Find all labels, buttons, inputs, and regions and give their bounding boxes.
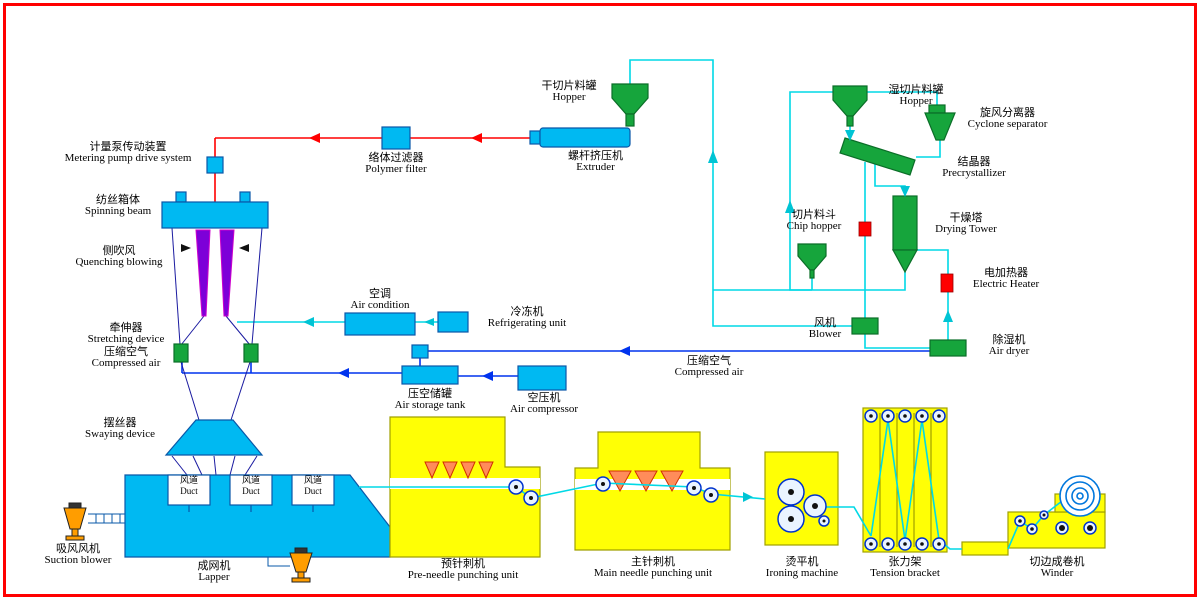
label-dry-hopper: 干切片料罐 Hopper bbox=[541, 79, 597, 103]
arrow-convey-up-1 bbox=[708, 150, 718, 163]
roller-dots bbox=[514, 414, 1093, 546]
label-refrigerating: 冷冻机 Refrigerating unit bbox=[487, 305, 567, 329]
arrow-tower-down bbox=[900, 186, 910, 197]
label-pre-needle: 预针刺机 Pre-needle punching unit bbox=[407, 557, 519, 581]
needle-boards bbox=[424, 461, 684, 493]
pipe-conveying-to-dry-hopper bbox=[629, 59, 852, 327]
pipe-blower-to-dryer bbox=[864, 334, 930, 349]
label-duct-3: 风道 Duct bbox=[303, 476, 322, 496]
label-air-condition: 空调 Air condition bbox=[350, 287, 410, 311]
label-metering-pump: 计量泵传动装置 Metering pump drive system bbox=[38, 141, 218, 165]
label-precrystallizer: 结晶器 Precrystallizer bbox=[942, 155, 1006, 179]
electric-heater-shape bbox=[940, 273, 954, 293]
label-metering-pump-en: Metering pump drive system bbox=[64, 151, 192, 164]
label-electric-heater: 电加热器 Electric Heater bbox=[972, 266, 1040, 290]
pipe-tower-outlet bbox=[713, 272, 906, 291]
label-duct-2: 风道 Duct bbox=[241, 476, 260, 496]
arrow-heater-up bbox=[943, 310, 953, 322]
machines-green bbox=[173, 83, 967, 363]
machines-yellow bbox=[389, 407, 1106, 558]
label-duct-1: 风道 Duct bbox=[179, 476, 198, 496]
orange-blowers bbox=[63, 502, 313, 583]
filament-cones bbox=[195, 229, 235, 317]
label-winder: 切边成卷机 Winder bbox=[1029, 555, 1085, 579]
label-swaying: 摆丝器 Swaying device bbox=[85, 416, 155, 440]
pipe-chip-loop bbox=[789, 91, 833, 291]
valve-shape bbox=[858, 221, 872, 237]
label-stretching: 牵伸器 Stretching device bbox=[87, 321, 165, 345]
swaying-device-shape bbox=[164, 419, 264, 456]
pipes-blue bbox=[181, 350, 930, 377]
arrow-quench-left bbox=[181, 244, 191, 252]
cyclone-separator-shape bbox=[924, 104, 956, 141]
tension-bracket-shape bbox=[862, 407, 948, 553]
arrow-compressor bbox=[482, 371, 493, 381]
arrow-air-left bbox=[338, 368, 349, 378]
filament-lines bbox=[171, 227, 263, 476]
label-blower: 风机 Blower bbox=[808, 316, 842, 340]
lapper-shape bbox=[124, 474, 391, 558]
label-polymer-filter: 络体过滤器 Polymer filter bbox=[365, 151, 427, 175]
spinning-beam-shape bbox=[161, 191, 269, 229]
label-air-storage: 压空储罐 Air storage tank bbox=[394, 387, 466, 411]
arrow-air-right bbox=[619, 346, 630, 356]
extruder-shape bbox=[529, 127, 631, 148]
label-compressed-air-right: 压缩空气 Compressed air bbox=[674, 354, 744, 378]
label-tension: 张力架 Tension bracket bbox=[870, 555, 940, 579]
arrow-melt-2 bbox=[309, 133, 320, 143]
precrystallizer-shape bbox=[839, 137, 916, 176]
wet-hopper-shape bbox=[832, 85, 868, 127]
arrow-refrig bbox=[424, 318, 434, 326]
label-drying-tower: 干燥塔 Drying Tower bbox=[935, 211, 997, 235]
flow-arrows bbox=[181, 130, 953, 502]
edge-trim-box-shape bbox=[961, 541, 1009, 556]
air-compressor-shape bbox=[517, 365, 567, 391]
stretching-device-1-shape bbox=[173, 343, 189, 363]
label-cyclone: 旋风分离器 Cyclone separator bbox=[967, 106, 1048, 130]
chip-hopper-shape bbox=[797, 243, 827, 279]
label-metering-pump-zh: 计量泵传动装置 bbox=[89, 140, 167, 153]
blower-shape bbox=[851, 317, 879, 335]
label-extruder: 螺杆挤压机 Extruder bbox=[568, 149, 623, 173]
arrow-convey-up-2 bbox=[785, 200, 795, 213]
label-compressed-air-left: 压缩空气 Compressed air bbox=[91, 345, 161, 369]
label-air-compressor: 空压机 Air compressor bbox=[509, 391, 579, 415]
pipe-heater-to-tower bbox=[917, 249, 949, 274]
lapper-blower-shape bbox=[289, 547, 313, 583]
label-ironing: 烫平机 Ironing machine bbox=[765, 555, 839, 579]
air-storage-tank-shape bbox=[401, 365, 459, 385]
dry-hopper-shape bbox=[611, 83, 649, 127]
label-air-dryer: 除湿机 Air dryer bbox=[988, 333, 1030, 357]
suction-blower-shape bbox=[63, 502, 87, 541]
arrow-quench-right bbox=[239, 244, 249, 252]
polymer-filter-shape bbox=[381, 126, 411, 150]
label-chip-hopper: 切片料斗 Chip hopper bbox=[786, 208, 842, 232]
refrigerating-unit-shape bbox=[437, 311, 469, 333]
arrow-melt-1 bbox=[471, 133, 482, 143]
pipe-cyclone-top bbox=[867, 91, 938, 105]
arrow-hopper-down bbox=[845, 130, 855, 141]
label-quenching: 侧吹风 Quenching blowing bbox=[75, 244, 163, 268]
metering-pump-shape bbox=[206, 156, 224, 174]
suction-duct-lines bbox=[88, 513, 290, 567]
label-spinning-beam: 纺丝箱体 Spinning beam bbox=[84, 193, 152, 217]
pipes-cyan bbox=[237, 59, 949, 349]
machines-cyan bbox=[88, 126, 631, 567]
air-condition-shape bbox=[344, 312, 416, 336]
red-units bbox=[858, 221, 954, 293]
drying-tower-shape bbox=[891, 195, 919, 274]
air-junction-box-shape bbox=[411, 344, 429, 359]
fabric-roll-spiral bbox=[1059, 475, 1101, 517]
air-dryer-shape bbox=[929, 339, 967, 357]
stretching-device-2-shape bbox=[243, 343, 259, 363]
label-main-needle: 主针刺机 Main needle punching unit bbox=[593, 555, 713, 579]
arrow-quench-air bbox=[303, 317, 314, 327]
pipe-cyclone-bottom bbox=[916, 140, 941, 158]
label-wet-hopper: 湿切片料罐 Hopper bbox=[888, 83, 944, 107]
label-lapper: 成网机 Lapper bbox=[197, 559, 231, 583]
label-suction-blower: 吸风风机 Suction blower bbox=[44, 542, 112, 566]
arrow-web-right bbox=[743, 492, 753, 502]
